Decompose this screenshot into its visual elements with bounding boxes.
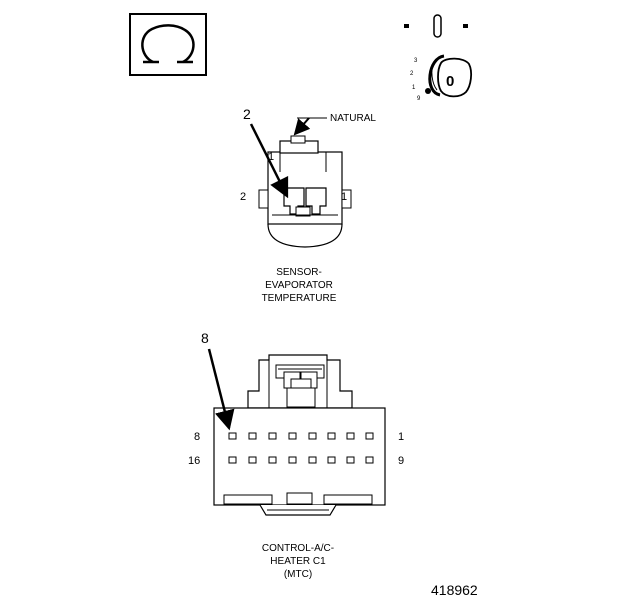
cavity-pin [268, 456, 277, 464]
sensor-connector-name: SENSOR- EVAPORATOR TEMPERATURE [262, 267, 337, 304]
control-name-line-1: CONTROL-A/C- [262, 543, 334, 554]
natural-label: NATURAL [330, 113, 376, 124]
cavity-pin [248, 432, 257, 440]
sensor-cavity-label-right: 1 [341, 191, 347, 203]
cavity-pin [346, 432, 355, 440]
control-name-line-3: (MTC) [284, 569, 312, 580]
cavity-pin [228, 456, 237, 464]
ignition-position-2: 2 [410, 71, 414, 77]
sensor-name-line-1: SENSOR- [276, 267, 322, 278]
cavity-pin [248, 456, 257, 464]
control-ac-heater-c1-connector [213, 354, 386, 516]
ignition-position-3: 3 [414, 58, 418, 64]
cavity-pin [288, 432, 297, 440]
figure-number: 418962 [431, 582, 478, 598]
natural-arrow [293, 117, 311, 136]
control-callout-arrow [207, 348, 235, 431]
cavity-pin [327, 432, 336, 440]
sensor-callout-arrow [249, 123, 289, 199]
sensor-callout-2: 2 [243, 106, 251, 122]
cavity-pin [228, 432, 237, 440]
ohm-meter-icon [129, 13, 207, 76]
pin-row-top [228, 432, 374, 440]
cavity-pin [288, 456, 297, 464]
cavity-pin [327, 456, 336, 464]
sensor-evaporator-temperature-connector [258, 135, 352, 248]
pin-row-bottom [228, 456, 374, 464]
cavity-pin [346, 456, 355, 464]
cavity-pin [308, 456, 317, 464]
control-connector-name: CONTROL-A/C- HEATER C1 (MTC) [262, 543, 334, 580]
ignition-position-1: 1 [412, 85, 416, 91]
cavity-pin [268, 432, 277, 440]
row1-right-label: 1 [398, 431, 404, 443]
sensor-name-line-3: TEMPERATURE [262, 293, 337, 304]
ignition-position-9: 9 [417, 96, 421, 102]
key-label: 0 [446, 73, 454, 90]
cavity-pin [365, 432, 374, 440]
sensor-cavity-label-top: 1 [268, 151, 274, 163]
control-callout-8: 8 [201, 330, 209, 346]
sensor-name-line-2: EVAPORATOR [265, 280, 333, 291]
cavity-pin [308, 432, 317, 440]
cavity-pin [365, 456, 374, 464]
row2-left-label: 16 [188, 455, 200, 467]
control-name-line-2: HEATER C1 [270, 556, 326, 567]
sensor-cavity-label-left: 2 [240, 191, 246, 203]
ignition-key-off-icon: 3 2 1 9 0 [404, 14, 473, 102]
row1-left-label: 8 [194, 431, 200, 443]
row2-right-label: 9 [398, 455, 404, 467]
